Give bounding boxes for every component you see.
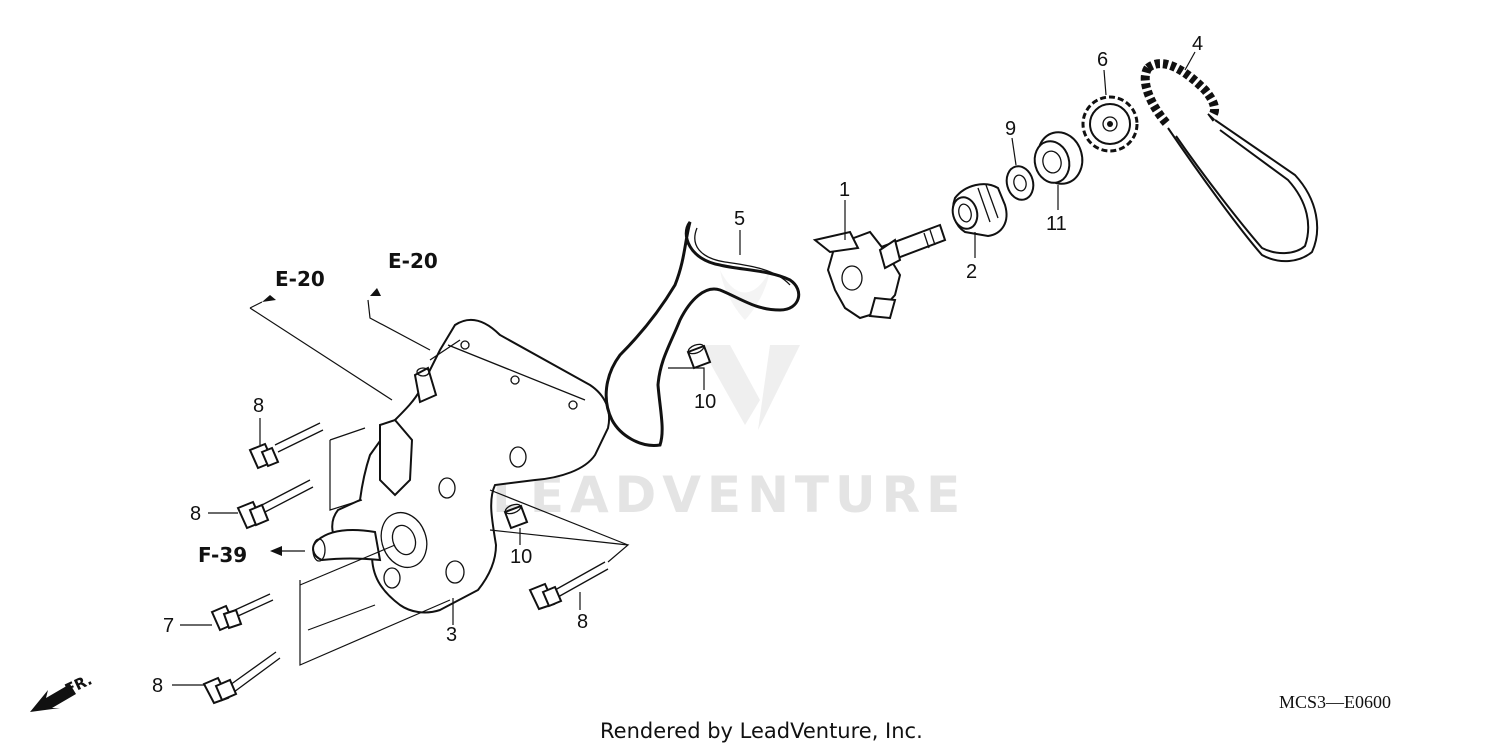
bolt-part-8-right xyxy=(528,561,609,611)
leader-lines xyxy=(172,51,1196,686)
water-seal-part-2 xyxy=(951,183,1008,238)
callout-10-lower[interactable]: 10 xyxy=(510,546,532,568)
bearing-part-11 xyxy=(1033,131,1084,185)
front-label: FR. xyxy=(62,671,95,699)
callout-1[interactable]: 1 xyxy=(839,179,850,201)
watermark-logo xyxy=(700,270,800,430)
dowel-pin-part-10-lower xyxy=(503,503,529,530)
callout-6[interactable]: 6 xyxy=(1097,49,1108,71)
bolt-part-8-middle xyxy=(236,479,314,530)
callout-2[interactable]: 2 xyxy=(966,261,977,283)
callout-11[interactable]: 11 xyxy=(1046,213,1067,235)
pump-cover-part-3 xyxy=(312,318,610,614)
impeller-part-1 xyxy=(812,223,947,320)
callout-8-upper[interactable]: 8 xyxy=(253,395,264,417)
ref-e20-right[interactable]: E-20 xyxy=(388,249,438,273)
ref-f39[interactable]: F-39 xyxy=(198,543,247,567)
diagram-code: MCS3—E0600 xyxy=(1279,692,1391,712)
chain-part-4 xyxy=(1140,59,1319,263)
callout-3[interactable]: 3 xyxy=(446,624,457,646)
gasket-part-5 xyxy=(604,221,801,447)
ref-e20-left[interactable]: E-20 xyxy=(275,267,325,291)
front-arrow-icon: FR. xyxy=(30,671,95,712)
callout-4[interactable]: 4 xyxy=(1192,33,1203,55)
bolt-part-8-lower xyxy=(202,651,281,705)
sprocket-part-6 xyxy=(1081,95,1139,153)
dowel-pin-part-10-upper xyxy=(686,343,712,370)
callout-8-lower[interactable]: 8 xyxy=(152,675,163,697)
callout-8-middle[interactable]: 8 xyxy=(190,503,201,525)
bolt-part-8-upper xyxy=(248,422,324,470)
callout-9[interactable]: 9 xyxy=(1005,118,1016,140)
callout-5[interactable]: 5 xyxy=(734,208,745,230)
ref-arrows xyxy=(262,288,381,556)
watermark-text: LEADVENTURE xyxy=(492,466,966,524)
callout-8-right[interactable]: 8 xyxy=(577,611,588,633)
oil-seal-part-9 xyxy=(1005,165,1035,201)
callout-10-upper[interactable]: 10 xyxy=(694,391,716,413)
bolt-part-7 xyxy=(210,593,274,632)
callout-7[interactable]: 7 xyxy=(163,615,174,637)
footer-credit: Rendered by LeadVenture, Inc. xyxy=(600,719,923,743)
